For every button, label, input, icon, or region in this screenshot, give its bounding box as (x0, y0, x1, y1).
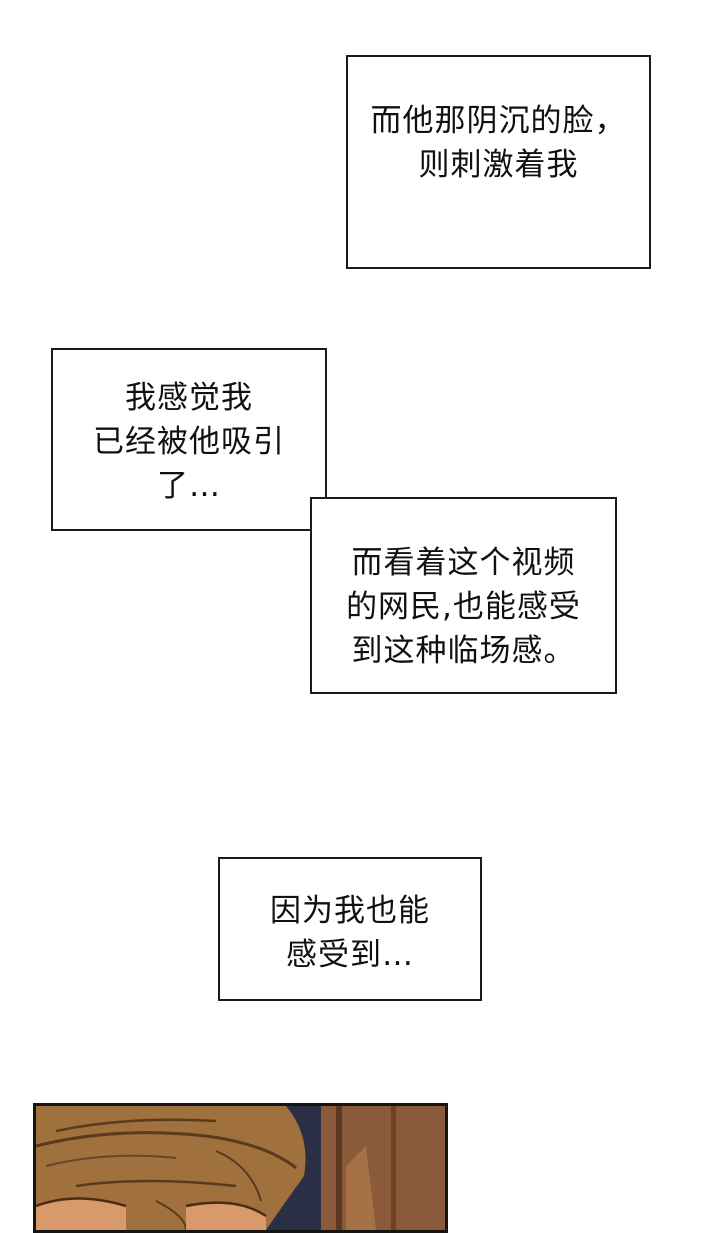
caption-line: 而看着这个视频 (351, 545, 576, 581)
caption-line: 而他那阴沉的脸， (370, 103, 627, 139)
caption-line: 我感觉我 (125, 380, 253, 416)
caption-line: 了… (157, 468, 221, 504)
caption-line: 到这种临场感。 (351, 633, 576, 669)
caption-box-3: 而看着这个视频 的网民,也能感受 到这种临场感。 (310, 497, 617, 694)
caption-line: 则刺激着我 (418, 147, 579, 183)
caption-box-4: 因为我也能 感受到… (218, 857, 482, 1001)
caption-box-2: 我感觉我 已经被他吸引 了… (51, 348, 327, 531)
character-hair-illustration (36, 1106, 445, 1230)
caption-line: 的网民,也能感受 (346, 589, 581, 625)
comic-panel-illustration (33, 1103, 448, 1233)
caption-box-1: 而他那阴沉的脸， 则刺激着我 (346, 55, 651, 269)
caption-line: 已经被他吸引 (93, 424, 285, 460)
caption-line: 感受到… (286, 937, 414, 973)
caption-line: 因为我也能 (270, 893, 430, 929)
